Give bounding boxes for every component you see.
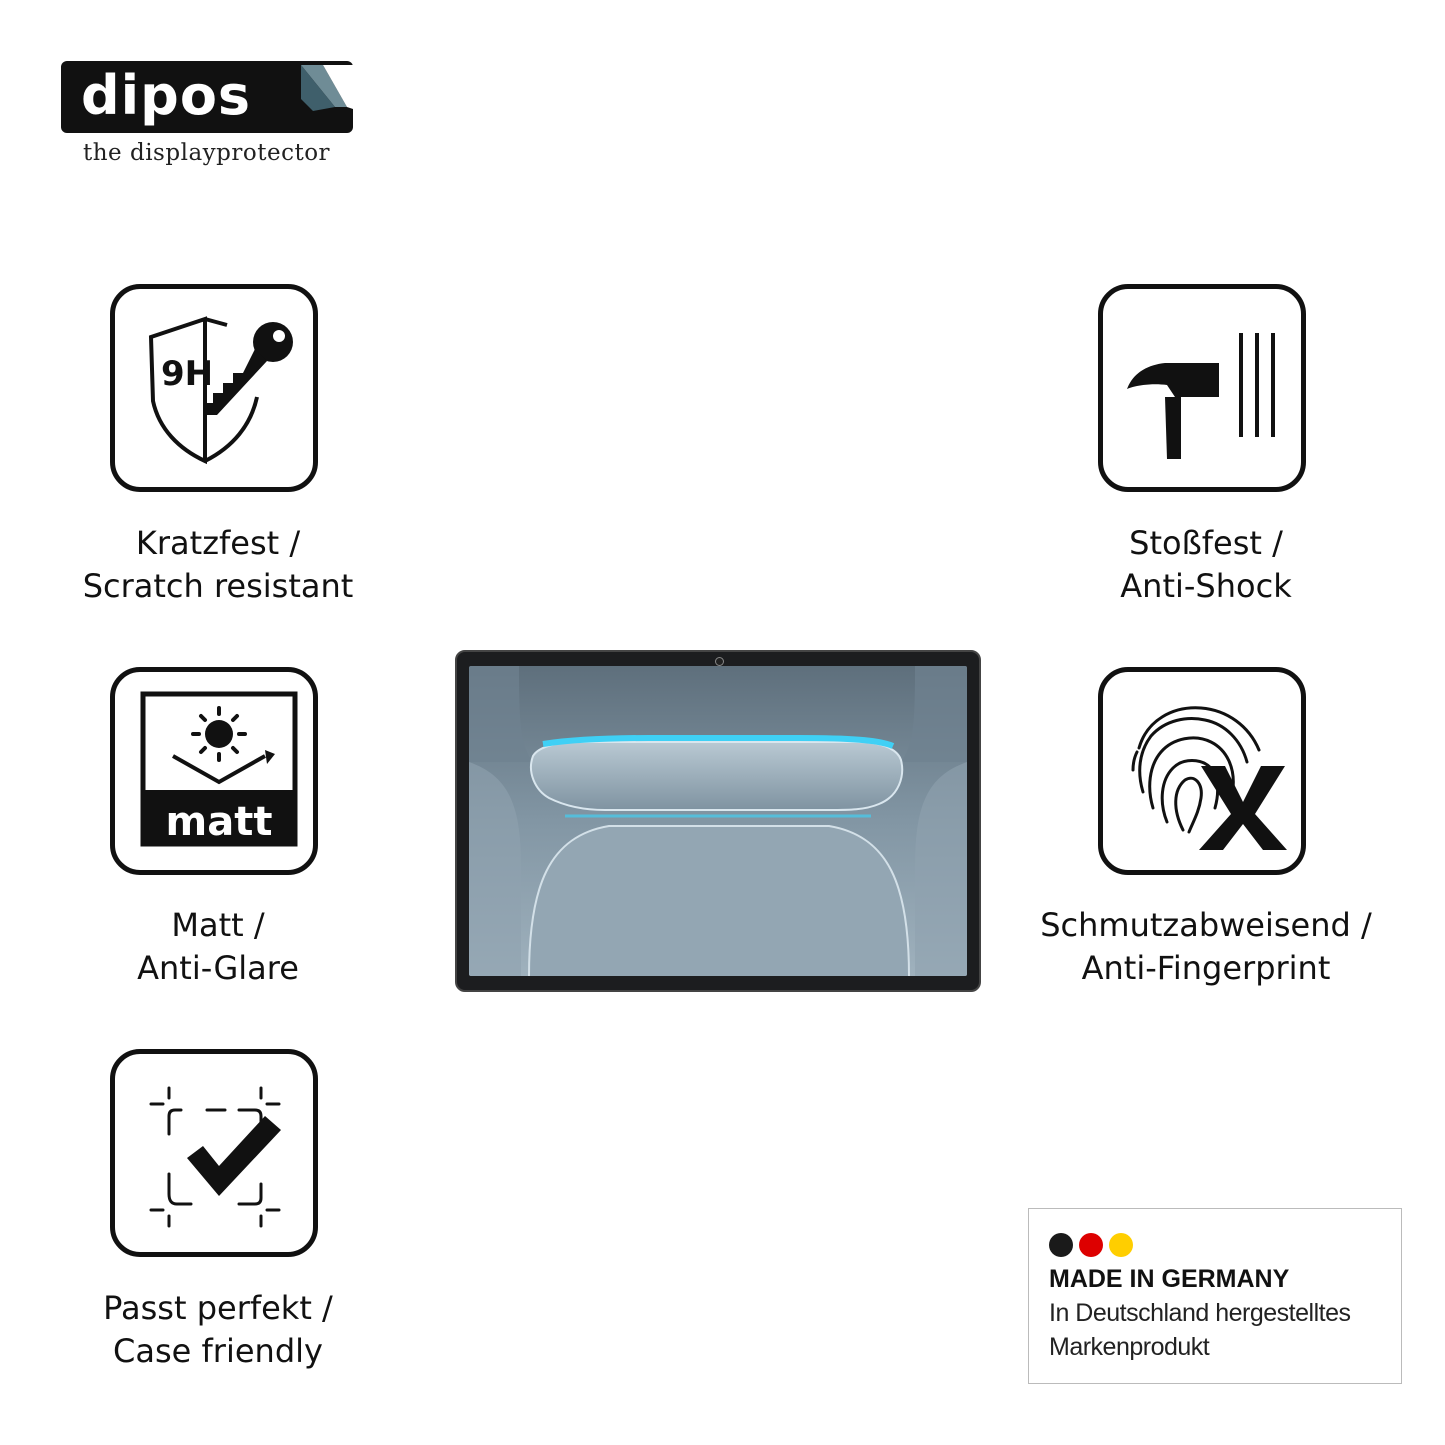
feature-scratch-line1: Kratzfest /	[135, 524, 301, 562]
matt-label: matt	[166, 799, 273, 845]
feature-matt-line2: Anti-Glare	[137, 949, 299, 987]
tablet-screen	[469, 666, 967, 976]
brand-name: dipos	[81, 64, 252, 127]
wallpaper-graphic	[469, 666, 967, 976]
badge-title: MADE IN GERMANY	[1049, 1265, 1290, 1293]
flag-dot-gold	[1109, 1233, 1133, 1257]
sun-matt-icon: matt	[140, 691, 298, 847]
feature-shock-caption: Stoßfest / Anti-Shock	[1036, 522, 1376, 608]
badge-line2: Markenprodukt	[1049, 1333, 1210, 1361]
feature-shock-box	[1098, 284, 1306, 492]
feature-fingerprint-line1: Schmutzabweisend /	[1040, 906, 1372, 944]
feature-scratch-box: 9H	[110, 284, 318, 492]
frame-check-icon	[149, 1086, 281, 1228]
brand-logo: dipos	[61, 61, 353, 133]
feature-case-caption: Passt perfekt / Case friendly	[48, 1287, 388, 1373]
feature-scratch-caption: Kratzfest / Scratch resistant	[48, 522, 388, 608]
feature-fingerprint-caption: Schmutzabweisend / Anti-Fingerprint	[1006, 904, 1406, 990]
feature-case-line2: Case friendly	[113, 1332, 323, 1370]
feature-shock-line1: Stoßfest /	[1129, 524, 1283, 562]
fingerprint-x-icon	[1131, 706, 1287, 850]
shield-key-9h-icon: 9H	[148, 316, 293, 465]
shield-label: 9H	[161, 354, 213, 394]
feature-matt-caption: Matt / Anti-Glare	[48, 904, 388, 990]
feature-case-box	[110, 1049, 318, 1257]
feature-case-line1: Passt perfekt /	[103, 1289, 333, 1327]
camera-icon	[715, 657, 724, 666]
feature-fingerprint-box	[1098, 667, 1306, 875]
feature-fingerprint-line2: Anti-Fingerprint	[1081, 949, 1331, 987]
badge-line1: In Deutschland hergestelltes	[1049, 1299, 1351, 1327]
tablet-image	[455, 650, 981, 992]
feature-matt-line1: Matt /	[171, 906, 265, 944]
hammer-icon	[1127, 333, 1275, 459]
made-in-germany-badge: MADE IN GERMANY In Deutschland hergestel…	[1028, 1208, 1402, 1384]
page-curl-icon	[301, 65, 353, 111]
brand-tagline: the displayprotector	[83, 140, 331, 166]
flag-dot-black	[1049, 1233, 1073, 1257]
flag-dot-red	[1079, 1233, 1103, 1257]
feature-matt-box: matt	[110, 667, 318, 875]
feature-shock-line2: Anti-Shock	[1120, 567, 1292, 605]
feature-scratch-line2: Scratch resistant	[82, 567, 354, 605]
